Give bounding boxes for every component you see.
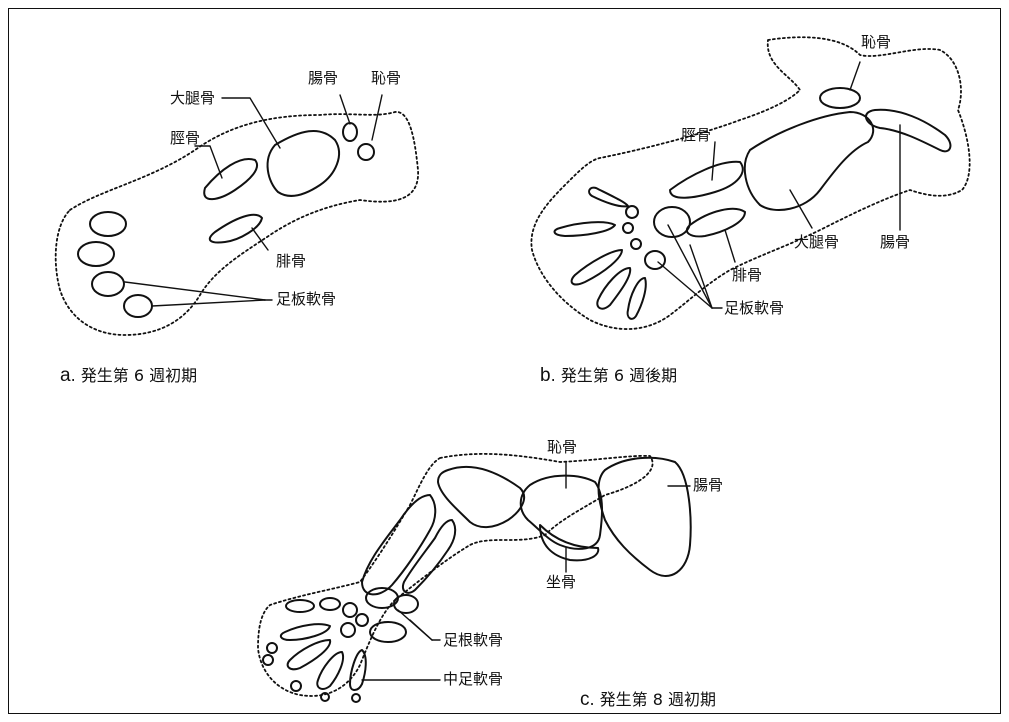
panel-b-fibula [687,209,745,237]
panel-b-label-ilium: 腸骨 [880,235,910,250]
panel-c-label-ilium: 腸骨 [693,478,723,493]
panel-a-label-pubis: 恥骨 [371,71,401,86]
panel-a-tibia [204,159,257,199]
panel-c-metatarsal-4 [288,640,331,669]
panel-a-digit-3 [92,272,124,296]
panel-b-digit-1 [555,222,615,236]
panel-c-tarsal-3 [370,622,406,642]
panel-a-digit-2 [78,242,114,266]
panel-a-label-tarsal: 足板軟骨 [276,292,336,307]
panel-b-femur [745,112,873,210]
panel-c-metatarsal-5 [317,652,343,689]
panel-c-label-pubis: 恥骨 [547,440,577,455]
panel-c-femur [438,467,524,527]
panel-a-femur [268,131,339,196]
panel-c-letter: c [580,689,590,710]
panel-c-metatarsal-2 [320,598,340,610]
panel-b-leader-lines [658,62,900,308]
panel-c-tarsal-6 [356,614,368,626]
panel-a-ilium [343,123,357,141]
panel-a-label-femur: 大腿骨 [170,91,215,106]
panel-c-pubis-ischium [521,476,602,549]
panel-b-label-femur: 大腿骨 [794,235,839,250]
panel-c-label-ischium: 坐骨 [546,575,576,590]
panel-c-outline [258,454,653,696]
panel-c-tarsal-4 [343,603,357,617]
panel-b-label-tarsal: 足板軟骨 [724,301,784,316]
panel-b-caption-text: . 発生第 6 週後期 [551,366,678,385]
panel-a-letter: a [60,365,71,386]
panel-b-label-pubis: 恥骨 [861,35,891,50]
panel-c-tarsal-5 [341,623,355,637]
panel-a-caption-text: . 発生第 6 週初期 [71,366,198,385]
panel-b-tarsal-3 [626,206,638,218]
panel-a-drawing [56,95,418,335]
panel-c-phalanx-2 [263,655,273,665]
panel-c-drawing [258,454,691,702]
panel-b-digit-4 [628,278,646,319]
panel-c-ilium [599,458,691,576]
panel-a-pubis [358,144,374,160]
panel-b-tarsal-4 [623,223,633,233]
panel-a-label-fibula: 腓骨 [276,254,306,269]
panel-c-metatarsal-1 [286,600,314,612]
panel-b-digit-3 [597,268,630,309]
panel-b-tarsal-5 [631,239,641,249]
panel-a-caption: a. 発生第 6 週初期 [60,366,197,385]
panel-c-metatarsal-3 [281,624,330,640]
panel-b-drawing [531,37,969,329]
panel-c-label-metatarsal: 中足軟骨 [443,672,503,687]
panel-b-label-tibia: 脛骨 [681,128,711,143]
panel-c-label-tarsal: 足根軟骨 [443,633,503,648]
panel-a-label-tibia: 脛骨 [170,131,200,146]
panel-a-fibula [210,215,262,243]
panel-b-label-fibula: 腓骨 [732,268,762,283]
panel-c-caption: c. 発生第 8 週初期 [580,690,716,709]
panel-b-pubis [820,88,860,108]
panel-b-ilium [866,110,951,152]
panel-c-phalanx-3 [291,681,301,691]
panel-c-phalanx-1 [267,643,277,653]
panel-b-digit-5 [589,188,628,207]
panel-c-caption-text: . 発生第 8 週初期 [590,690,717,709]
panel-a-digit-4 [124,295,152,317]
panel-a-digit-1 [90,212,126,236]
panel-b-caption: b. 発生第 6 週後期 [540,366,677,385]
panel-b-letter: b [540,365,551,386]
panel-b-digit-2 [572,250,622,284]
panel-c-phalanx-5 [352,694,360,702]
panel-b-tibia [670,162,743,198]
panel-b-outline [531,37,969,329]
panel-a-label-ilium: 腸骨 [308,71,338,86]
